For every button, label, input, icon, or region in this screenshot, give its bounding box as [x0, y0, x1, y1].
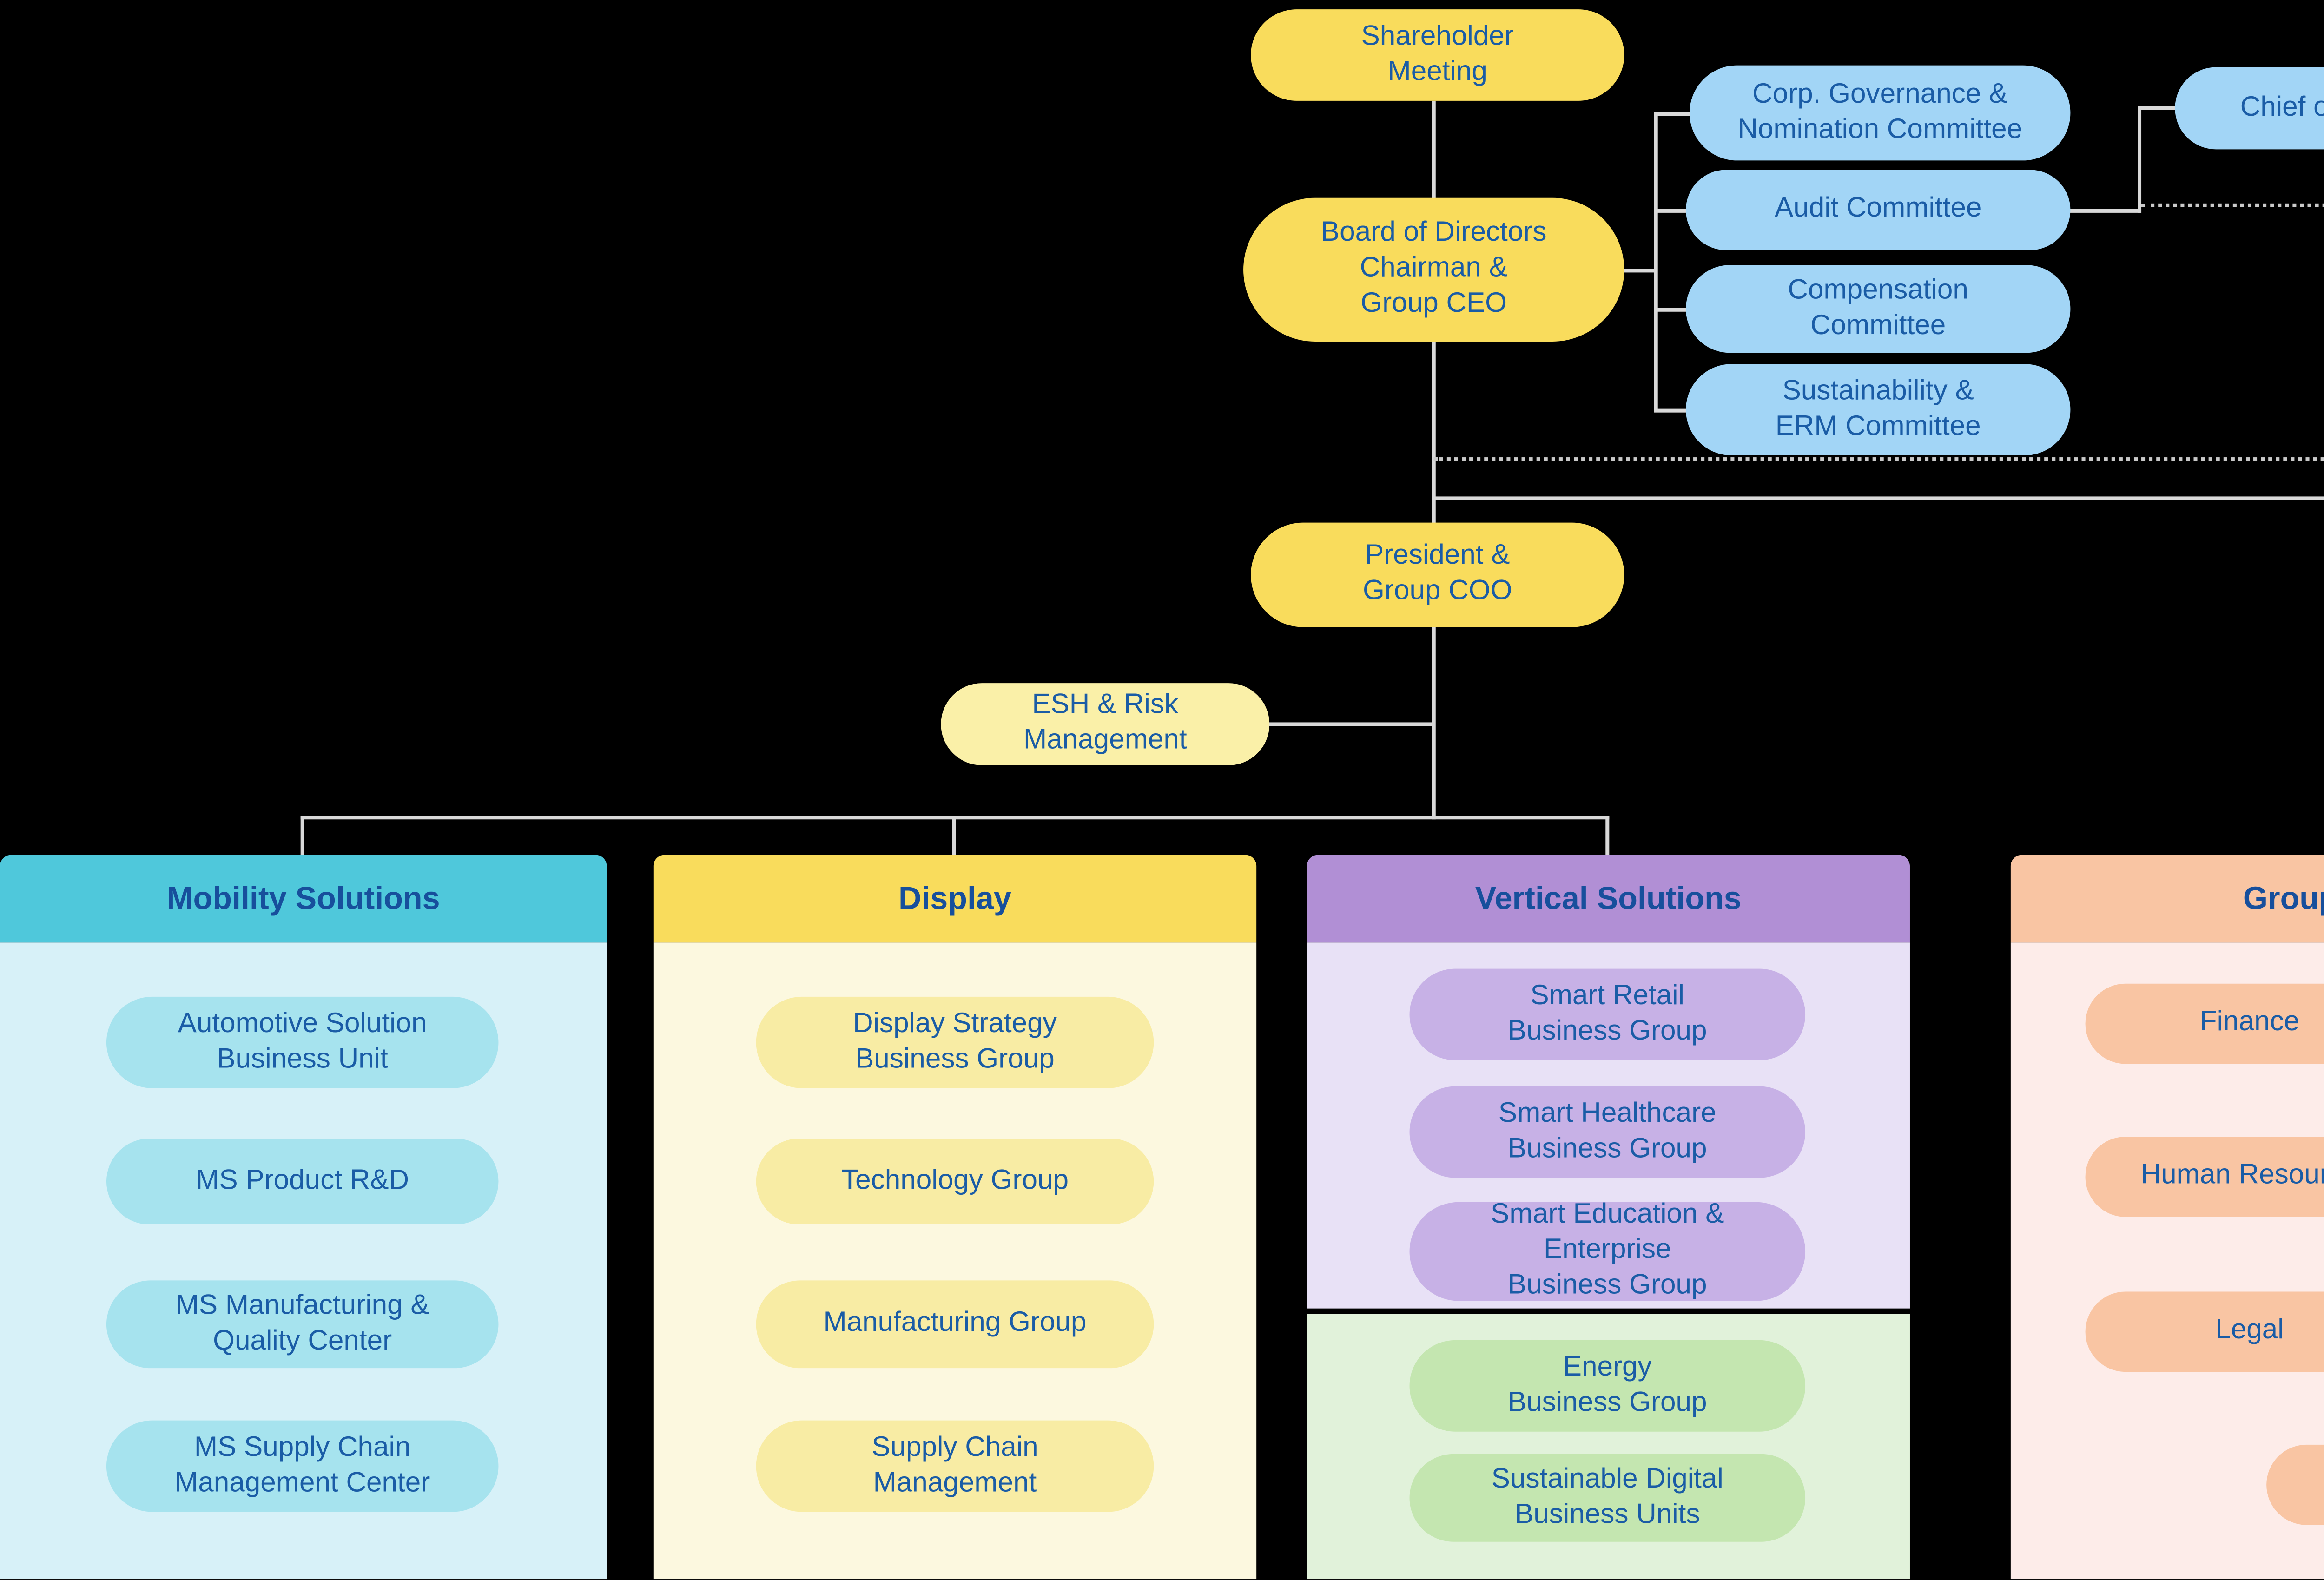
node-chief-of-compliance: Chief of Compliance [2175, 67, 2324, 150]
connector-audit-compliance-v [2138, 106, 2142, 213]
connector-committee-stub-4 [1654, 408, 1690, 413]
connector-giu-branch-h [1432, 496, 2324, 500]
unit-energy-business-group: Energy Business Group [1409, 1340, 1806, 1432]
connector-board-president [1432, 340, 1436, 527]
connector-drop-vertical [1605, 816, 1610, 855]
connector-committee-stub-3 [1654, 308, 1690, 312]
unit-technology-group: Technology Group [756, 1139, 1154, 1224]
connector-committee-bracket [1654, 112, 1658, 411]
unit-supply-chain-management: Supply Chain Management [756, 1420, 1154, 1512]
committee-audit: Audit Committee [1685, 170, 2071, 250]
dept-header-vertical-solutions: Vertical Solutions [1307, 855, 1910, 943]
unit-finance: Finance [2085, 983, 2324, 1064]
unit-sustainable-digital: Sustainable Digital Business Units [1409, 1454, 1806, 1542]
connector-audit-compliance-h1 [2068, 209, 2142, 213]
dept-header-display: Display [653, 855, 1257, 943]
unit-display-strategy: Display Strategy Business Group [756, 996, 1154, 1088]
unit-legal: Legal [2085, 1291, 2324, 1372]
node-president-coo: President & Group COO [1251, 522, 1624, 627]
committee-compensation: Compensation Committee [1685, 265, 2071, 353]
connector-drop-display [952, 816, 956, 855]
unit-ms-supply-chain: MS Supply Chain Management Center [106, 1420, 499, 1512]
node-board-of-directors: Board of Directors Chairman & Group CEO [1243, 198, 1624, 342]
connector-shareholder-board [1432, 100, 1436, 204]
unit-smart-education-enterprise: Smart Education & Enterprise Business Gr… [1409, 1199, 1806, 1301]
unit-ms-product-rd: MS Product R&D [106, 1139, 499, 1224]
connector-board-committees-stub [1624, 269, 1654, 273]
node-shareholder-meeting: Shareholder Meeting [1251, 9, 1624, 101]
unit-smart-retail: Smart Retail Business Group [1409, 968, 1806, 1060]
committee-corp-governance: Corp. Governance & Nomination Committee [1690, 65, 2071, 161]
connector-drop-mobility [300, 816, 304, 855]
unit-smart-healthcare: Smart Healthcare Business Group [1409, 1086, 1806, 1178]
committee-sustainability-erm: Sustainability & ERM Committee [1685, 364, 2071, 456]
connector-committee-stub-2 [1654, 209, 1690, 213]
connector-committee-stub-1 [1654, 112, 1690, 116]
dept-header-group-infrastructure: Group Infrastructure Unit [2010, 855, 2324, 943]
dotted-compliance-to-spine [1433, 457, 2324, 461]
connector-esh-spine [1266, 722, 1434, 726]
dept-header-mobility-solutions: Mobility Solutions [0, 855, 607, 943]
unit-ms-manufacturing-quality: MS Manufacturing & Quality Center [106, 1280, 499, 1369]
node-esh-risk-management: ESH & Risk Management [941, 683, 1270, 765]
unit-human-resource: Human Resource [2085, 1137, 2324, 1217]
dotted-audit-right [2141, 203, 2324, 207]
unit-automotive-solution: Automotive Solution Business Unit [106, 996, 499, 1088]
unit-manufacturing-group: Manufacturing Group [756, 1280, 1154, 1369]
connector-audit-compliance-h2 [2138, 106, 2175, 110]
